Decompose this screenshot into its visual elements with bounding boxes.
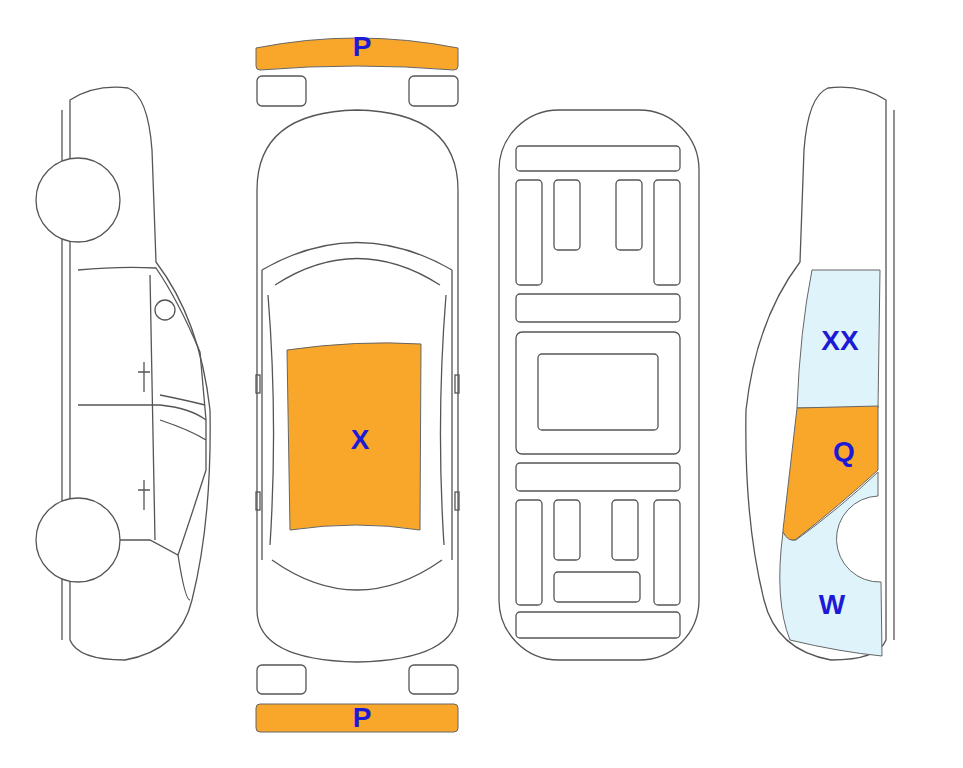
side-view-car xyxy=(746,87,894,660)
top-view-car xyxy=(256,76,459,694)
area-code: W xyxy=(819,591,845,619)
damage-area: X xyxy=(285,340,423,532)
marked-area: W xyxy=(770,468,884,660)
damage-area: P xyxy=(254,702,460,734)
area-code: P xyxy=(353,704,372,732)
area-outline xyxy=(780,472,882,656)
area-code: XX xyxy=(821,327,858,355)
side-view-car xyxy=(36,87,210,660)
area-code: P xyxy=(353,33,372,61)
area-code: X xyxy=(351,426,370,454)
area-outline xyxy=(797,270,880,408)
damage-area: P xyxy=(254,30,460,72)
area-code: Q xyxy=(833,438,855,466)
area-outline xyxy=(256,704,458,732)
marked-area: XX xyxy=(794,268,882,410)
area-outline xyxy=(287,343,421,530)
area-shape xyxy=(770,468,884,660)
underside-view-car xyxy=(499,110,699,660)
